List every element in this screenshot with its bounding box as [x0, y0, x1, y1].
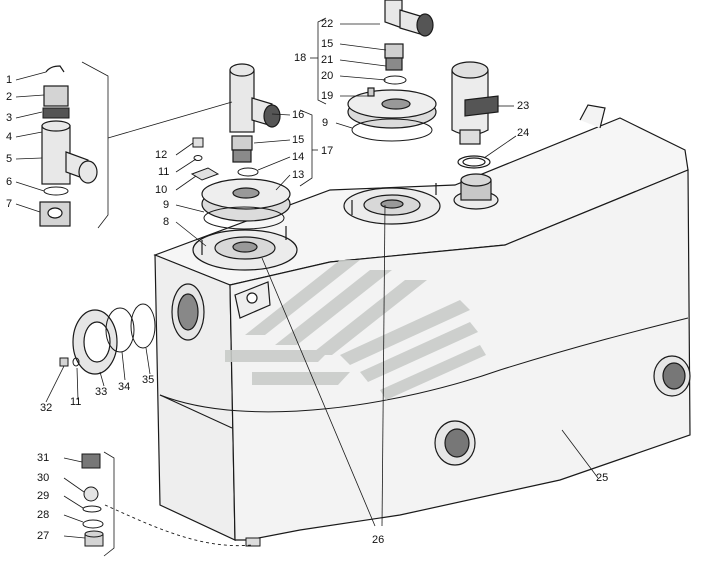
- part-label-27: 27: [37, 530, 50, 542]
- ball-part-30: [83, 486, 99, 502]
- washer-part-11-middle: [193, 155, 203, 161]
- tank-top-flange-left: [192, 226, 298, 271]
- bolt-part-32: [59, 357, 69, 367]
- part-label-17: 17: [321, 145, 334, 157]
- part-label-1: 1: [6, 74, 13, 86]
- part-label-29: 29: [37, 490, 50, 502]
- tank-side-port-middle: [434, 420, 476, 466]
- gasket-part-9-middle: [203, 206, 285, 230]
- union-part-15-middle: [231, 135, 253, 163]
- part-label-28: 28: [37, 509, 50, 521]
- part-label-35: 35: [142, 374, 155, 386]
- washer-part-20: [383, 75, 407, 85]
- gasket-part-9-right: [351, 118, 433, 142]
- washer-part-28: [82, 519, 104, 529]
- washer-part-14: [237, 167, 259, 177]
- tank-bracket-front: [234, 281, 271, 319]
- part-label-25: 25: [596, 472, 609, 484]
- part-label-19: 19: [321, 90, 334, 102]
- part-label-4: 4: [6, 131, 13, 143]
- part-label-2: 2: [6, 91, 13, 103]
- part-label-24: 24: [517, 127, 530, 139]
- part-label-22: 22: [321, 18, 334, 30]
- watermark-logo: [225, 260, 486, 400]
- nut-part-12: [192, 137, 204, 148]
- tank-side-port-left: [171, 283, 205, 341]
- tank-top-flange-right: [343, 183, 441, 225]
- part-label-16: 16: [292, 109, 305, 121]
- part-label-30: 30: [37, 472, 50, 484]
- tank-filler-neck: [453, 173, 499, 210]
- cover-part-19: [347, 87, 437, 129]
- part-label-26: 26: [372, 534, 385, 546]
- part-label-32: 32: [40, 402, 53, 414]
- part-label-31: 31: [37, 452, 50, 464]
- washer-part-6: [43, 186, 69, 196]
- seal-ring-part-24: [457, 155, 491, 169]
- seat-part-29: [82, 505, 102, 513]
- part-label-14: 14: [292, 151, 305, 163]
- tank-side-port-right: [653, 355, 691, 397]
- fitting-part-22: [384, 0, 434, 37]
- fitting-part-5: [41, 120, 98, 185]
- spring-part-3: [42, 107, 70, 119]
- part-label-11-side: 11: [70, 396, 82, 408]
- part-label-12: 12: [155, 149, 168, 161]
- oring-part-35: [130, 303, 156, 349]
- filler-cap-part-23: [451, 61, 499, 145]
- plug-part-27: [84, 530, 104, 547]
- part-label-21: 21: [321, 54, 334, 66]
- part-label-15-right: 15: [321, 38, 334, 50]
- nut-part-2: [43, 85, 69, 107]
- nut-part-7: [39, 201, 71, 227]
- part-label-20: 20: [321, 70, 334, 82]
- part-label-13: 13: [292, 169, 305, 181]
- spring-part-31: [81, 453, 101, 469]
- part-label-7: 7: [6, 198, 13, 210]
- part-label-23: 23: [517, 100, 530, 112]
- part-label-9-middle: 9: [163, 199, 170, 211]
- part-label-11-middle: 11: [158, 166, 170, 178]
- union-part-15-right: [384, 43, 404, 71]
- part-label-18: 18: [294, 52, 307, 64]
- part-label-10: 10: [155, 184, 168, 196]
- part-label-3: 3: [6, 112, 13, 124]
- part-label-9-right: 9: [322, 117, 329, 129]
- cover-part-13: [201, 178, 291, 222]
- part-label-6: 6: [6, 176, 13, 188]
- clamp-part-1: [45, 65, 65, 73]
- clip-part-10: [190, 167, 220, 181]
- tank-seam-line: [159, 317, 689, 413]
- washer-part-11-side: [72, 357, 80, 367]
- tank-seam-line-front: [159, 394, 233, 429]
- oring-part-34: [105, 307, 135, 353]
- part-label-15-middle: 15: [292, 134, 305, 146]
- tee-fitting-part-16: [229, 63, 281, 133]
- part-label-33: 33: [95, 386, 108, 398]
- tank-drain-boss: [245, 537, 261, 547]
- part-label-8: 8: [163, 216, 170, 228]
- part-label-34: 34: [118, 381, 131, 393]
- flange-part-33: [72, 309, 118, 375]
- part-label-5: 5: [6, 153, 13, 165]
- leader-lines: [15, 17, 599, 557]
